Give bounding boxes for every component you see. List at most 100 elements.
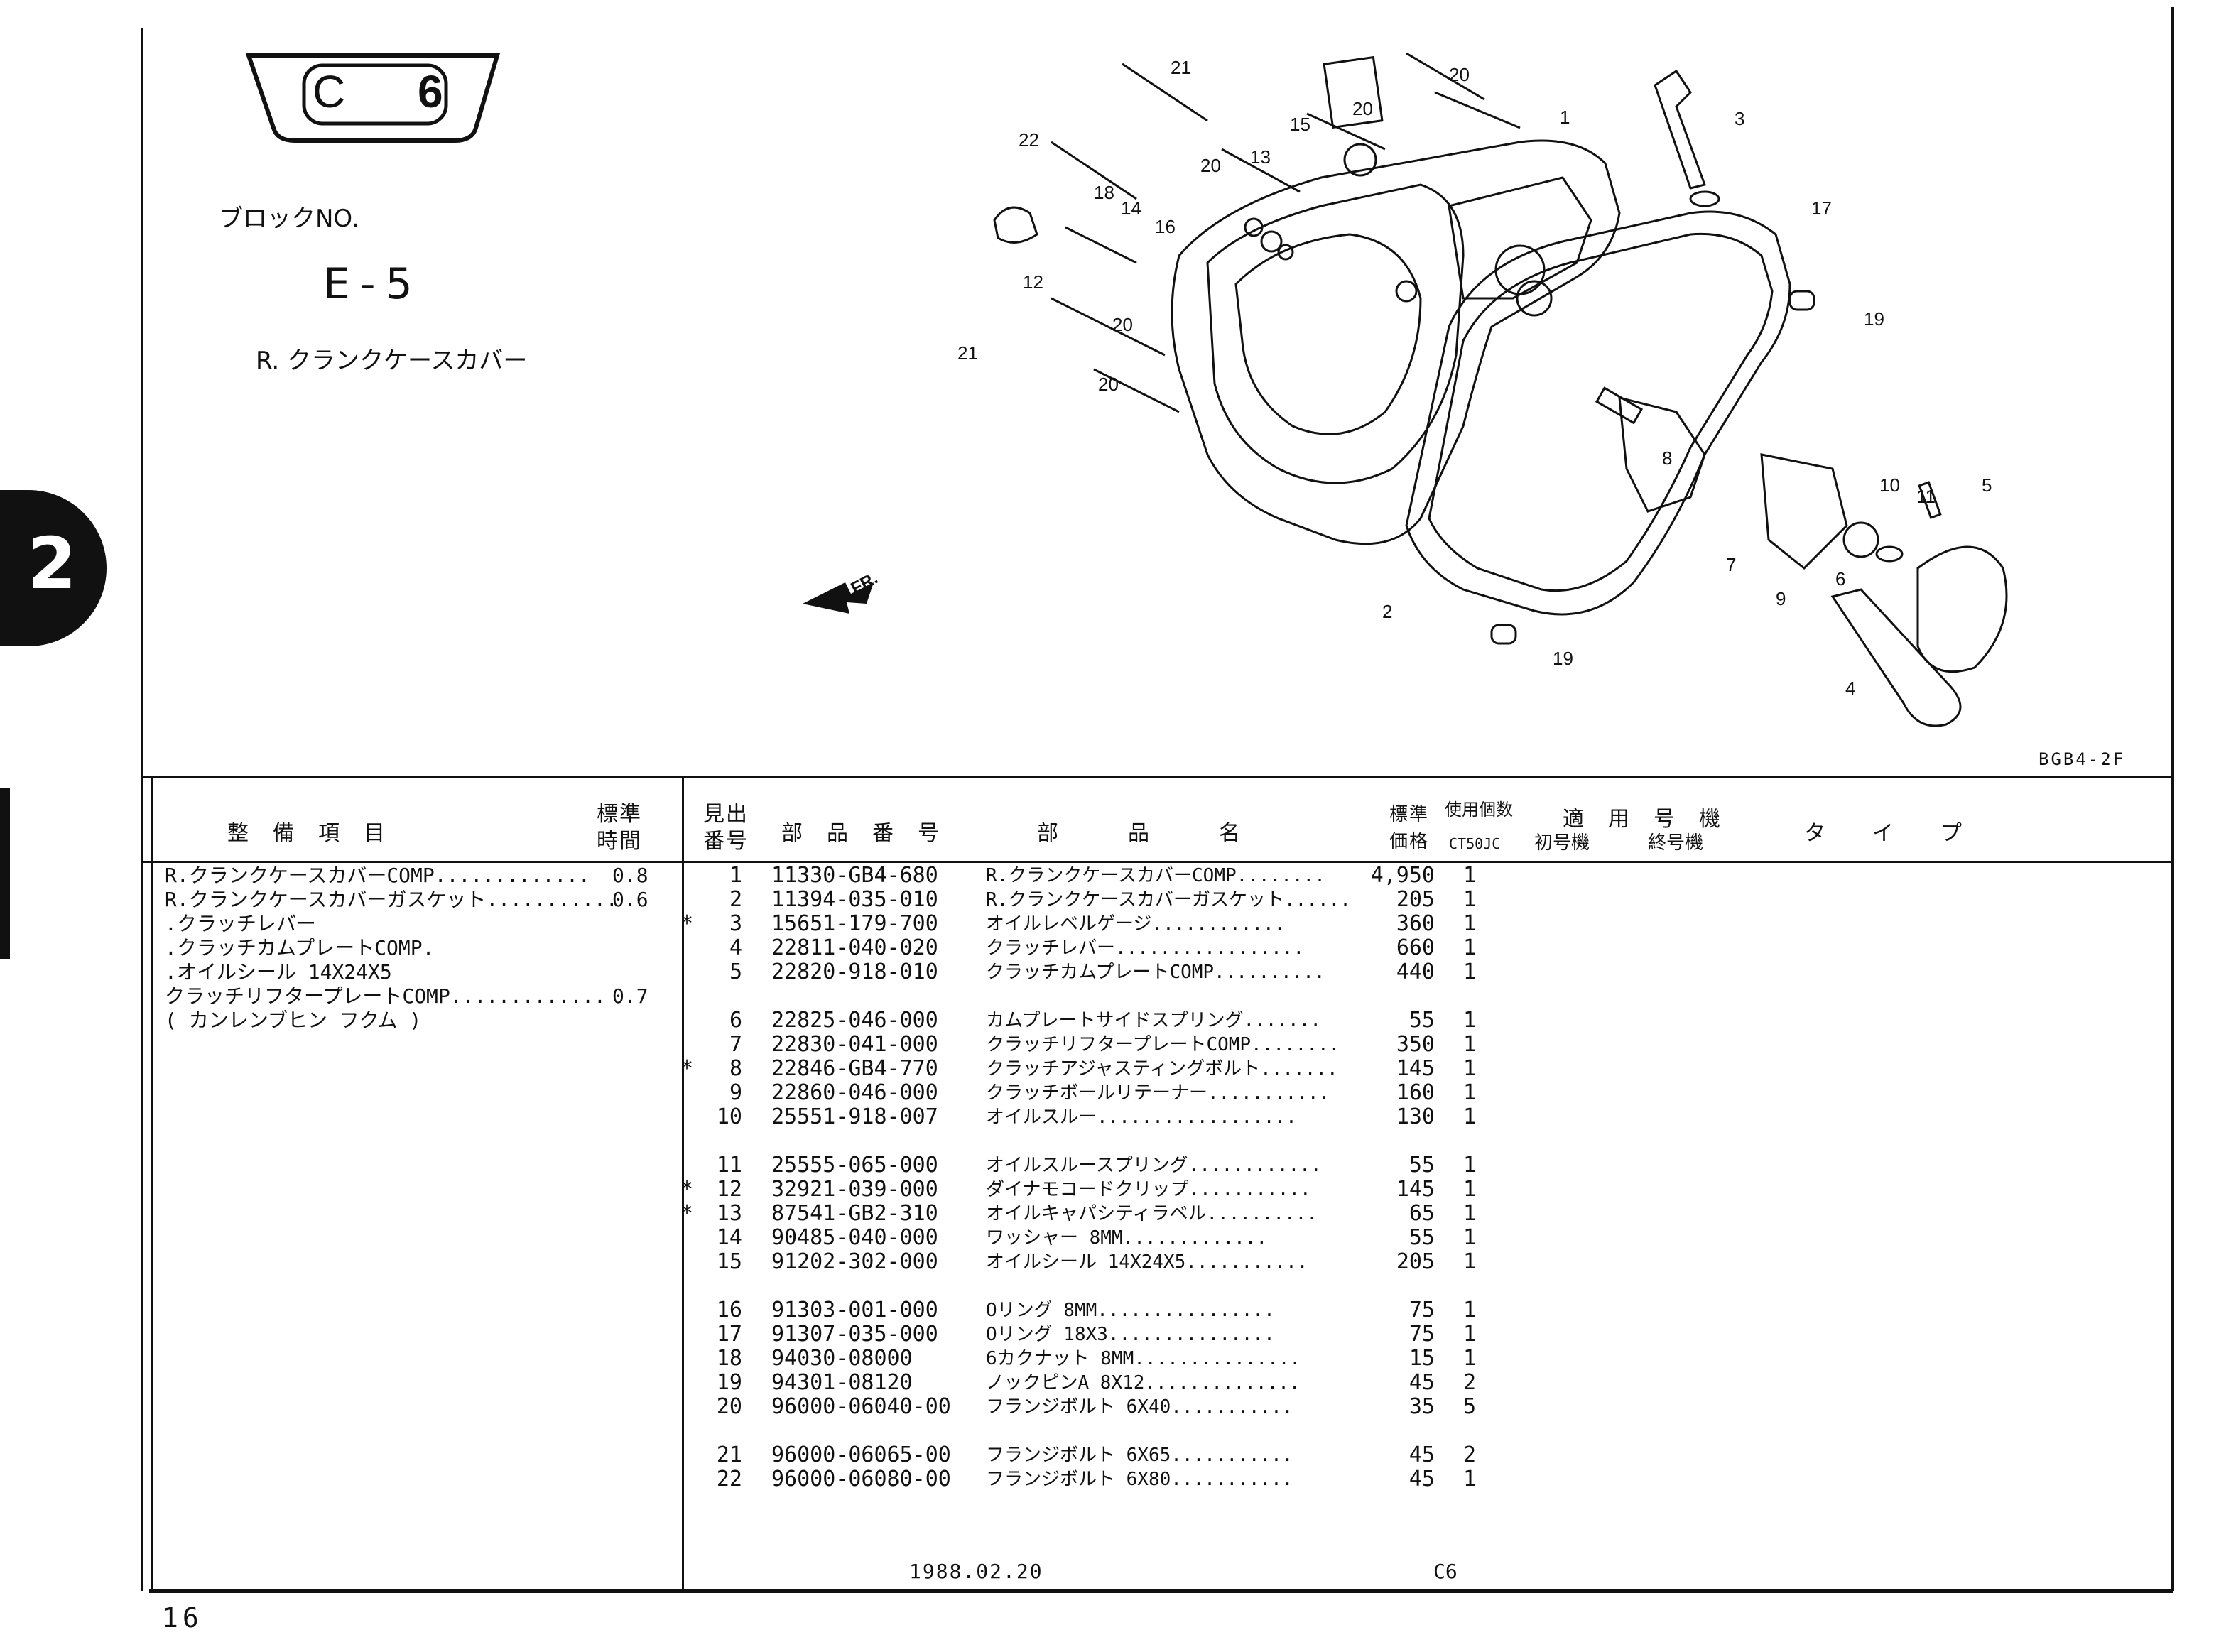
part-qty: 1	[1463, 1201, 1477, 1226]
part-name: オイルレベルゲージ............	[986, 913, 1286, 935]
part-ref-no: 17	[716, 1322, 742, 1347]
callout-number: 11	[1916, 486, 1936, 507]
table-top-rule	[143, 776, 2173, 778]
callout-number: 6	[1835, 568, 1846, 589]
part-price: 160	[1396, 1080, 1435, 1105]
part-number: 96000-06080-00	[771, 1467, 951, 1491]
callout-number: 1	[1560, 107, 1570, 128]
part-price: 55	[1408, 1225, 1435, 1250]
part-star-mark: *	[680, 911, 694, 936]
section-tab-number: 2	[27, 522, 77, 605]
callout-number: 5	[1982, 474, 1992, 496]
service-item-name: .オイルシール 14X24X5	[165, 960, 392, 984]
part-qty: 1	[1463, 863, 1477, 888]
header-std-price: 標準 価格	[1389, 804, 1430, 852]
part-qty: 1	[1463, 1467, 1477, 1491]
part-ref-no: 14	[716, 1225, 742, 1250]
part-ref-no: 11	[716, 1153, 742, 1178]
clutch-lever	[1830, 588, 1962, 727]
part-price: 145	[1396, 1177, 1435, 1202]
part-qty: 1	[1463, 911, 1477, 936]
part-number: 90485-040-000	[771, 1225, 938, 1250]
part-number: 91202-302-000	[771, 1249, 938, 1274]
part-number: 94030-08000	[771, 1346, 913, 1371]
callout-number: 21	[957, 342, 978, 364]
part-name: カムプレートサイドスプリング.......	[986, 1010, 1322, 1031]
part-qty: 1	[1463, 1177, 1477, 1202]
part-star-mark: *	[680, 1201, 694, 1226]
service-item-name: R.クランクケースカバーガスケット...........	[165, 888, 618, 911]
part-ref-no: 7	[729, 1032, 742, 1057]
part-number: 22830-041-000	[771, 1032, 938, 1057]
part-ref-no: 2	[729, 887, 742, 912]
part-ref-no: 6	[729, 1008, 742, 1033]
callout-number: 10	[1879, 474, 1900, 496]
part-name: R.クランクケースカバーガスケット......	[986, 889, 1351, 911]
header-first-serial: 初号機	[1534, 832, 1590, 854]
oil-capacity-label	[1323, 55, 1384, 129]
table-header-rule	[143, 861, 2173, 863]
part-price: 75	[1408, 1298, 1435, 1322]
part-name: オイルキャパシティラベル..........	[986, 1203, 1318, 1224]
part-qty: 1	[1463, 960, 1477, 984]
footer-date: 1988.02.20	[909, 1560, 1043, 1583]
part-name: R.クランクケースカバーCOMP........	[986, 865, 1325, 886]
part-number: 96000-06040-00	[771, 1394, 951, 1419]
part-price: 130	[1396, 1104, 1435, 1129]
part-name: ノックピンA 8X12..............	[986, 1372, 1301, 1393]
part-price: 350	[1396, 1032, 1435, 1057]
callout-number: 19	[1864, 308, 1884, 330]
part-ref-no: 9	[729, 1080, 742, 1105]
exploded-diagram	[803, 52, 2008, 727]
diagram-ref: BGB4-2F	[2039, 749, 2126, 769]
header-ref-no: 見出 番号	[703, 802, 749, 854]
part-name: オイルシール 14X24X5...........	[986, 1251, 1308, 1273]
part-ref-no: 8	[729, 1056, 742, 1081]
part-ref-no: 22	[716, 1467, 742, 1491]
part-name: Oリング 8MM................	[986, 1300, 1275, 1321]
part-number: 94301-08120	[771, 1370, 913, 1395]
callout-number: 13	[1250, 146, 1271, 168]
part-number: 22846-GB4-770	[771, 1056, 938, 1081]
part-qty: 1	[1463, 1104, 1477, 1129]
part-number: 22820-918-010	[771, 960, 938, 984]
callout-number: 18	[1094, 182, 1114, 203]
callout-number: 19	[1553, 648, 1573, 669]
part-qty: 1	[1463, 887, 1477, 912]
part-name: フランジボルト 6X65...........	[986, 1445, 1293, 1466]
part-ref-no: 13	[716, 1201, 742, 1226]
callout-number: 21	[1171, 57, 1191, 78]
callout-number: 14	[1121, 197, 1141, 219]
header-standard-time: 標準 時間	[597, 802, 642, 854]
part-ref-no: 18	[716, 1346, 742, 1371]
part-price: 360	[1396, 911, 1435, 936]
service-item-time: 0.8	[612, 864, 648, 887]
frame-bottom	[149, 1589, 2173, 1593]
oil-level-gauge	[1654, 69, 1706, 190]
callout-number: 20	[1352, 98, 1373, 119]
part-qty: 1	[1463, 1322, 1477, 1347]
part-price: 145	[1396, 1056, 1435, 1081]
part-ref-no: 20	[716, 1394, 742, 1419]
part-number: 91307-035-000	[771, 1322, 938, 1347]
callout-number: 16	[1155, 216, 1176, 237]
part-name: フランジボルト 6X80...........	[986, 1469, 1293, 1490]
part-star-mark: *	[680, 1177, 694, 1202]
part-qty: 1	[1463, 1346, 1477, 1371]
part-price: 15	[1408, 1346, 1435, 1371]
block-no: E-5	[323, 259, 423, 309]
callout-number: 9	[1776, 588, 1786, 609]
service-item-name: .クラッチカムプレートCOMP.	[165, 936, 435, 960]
part-price: 55	[1408, 1153, 1435, 1178]
part-ref-no: 5	[729, 960, 742, 984]
part-name: 6カクナット 8MM...............	[986, 1348, 1301, 1369]
part-number: 32921-039-000	[771, 1177, 938, 1202]
bolts	[1051, 52, 1521, 413]
callout-number: 22	[1019, 129, 1039, 151]
part-number: 87541-GB2-310	[771, 1201, 938, 1226]
part-ref-no: 21	[716, 1442, 742, 1467]
header-qty-model: CT50JC	[1449, 835, 1501, 852]
part-price: 205	[1396, 1249, 1435, 1274]
part-qty: 1	[1463, 1032, 1477, 1057]
callout-number: 3	[1735, 108, 1745, 129]
